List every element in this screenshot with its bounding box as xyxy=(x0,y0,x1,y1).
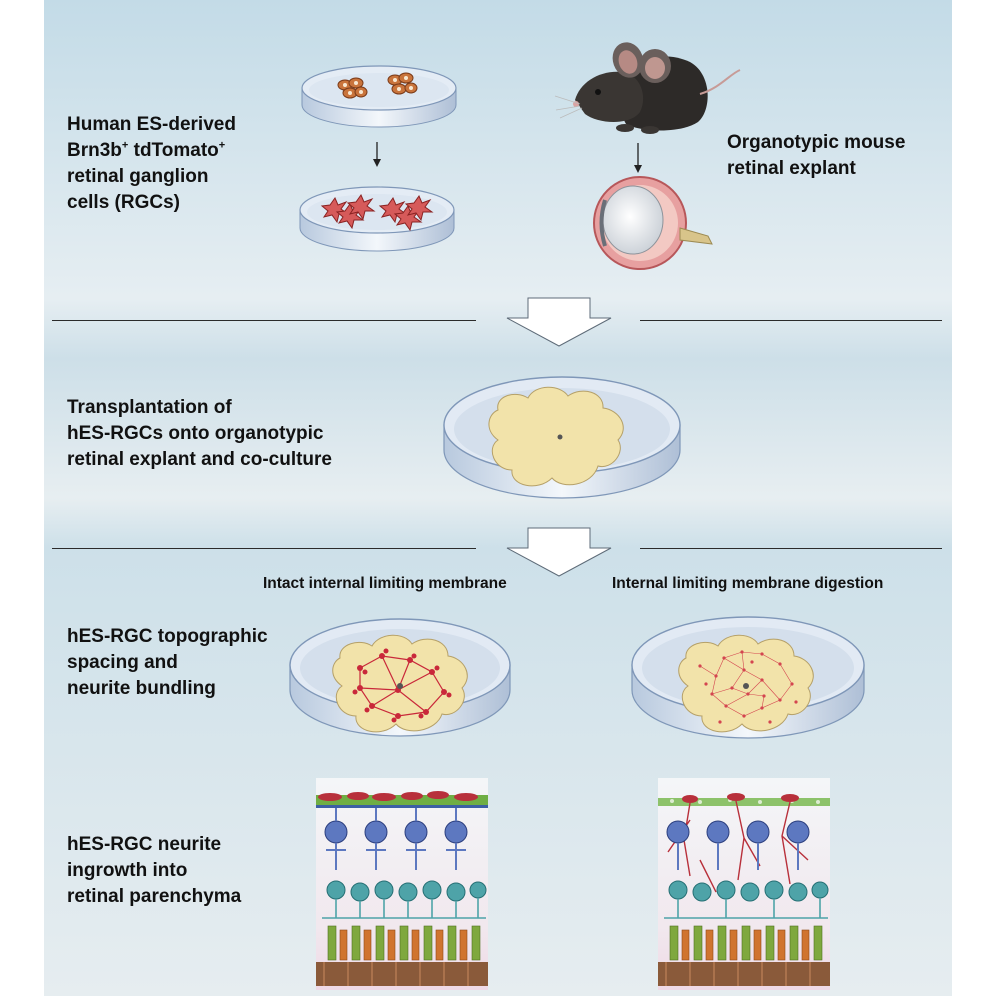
rgcs-on-surface-right xyxy=(682,793,799,803)
ingrowth-label-line3: retinal parenchyma xyxy=(67,886,242,907)
ingrowing-neurites xyxy=(667,800,809,893)
source-label-tdtomato: tdTomato xyxy=(128,140,219,161)
transplant-label-line2: hES-RGCs onto organotypic xyxy=(67,423,324,444)
spacing-label: hES-RGC topographic spacing and neurite … xyxy=(67,624,268,702)
photoreceptors-right xyxy=(658,925,830,986)
source-label-line2: Brn3b+ tdTomato+ xyxy=(67,138,236,164)
explant-label-line2: retinal explant xyxy=(727,158,856,179)
mouse-illustration xyxy=(554,42,741,134)
source-label: Human ES-derived Brn3b+ tdTomato+ retina… xyxy=(67,112,236,216)
ganglion-cells-blue-right xyxy=(666,820,810,870)
source-label-line3: retinal ganglion xyxy=(67,166,209,187)
rgc-dispersed-right xyxy=(698,650,798,724)
dish-intact-ilm xyxy=(289,618,511,737)
dish-ilm-digestion xyxy=(631,616,865,739)
source-label-line1: Human ES-derived xyxy=(67,114,236,135)
ingrowth-label-line2: ingrowth into xyxy=(67,860,188,881)
transplant-dish xyxy=(443,376,681,499)
big-arrow-down-2 xyxy=(506,527,612,577)
inner-cells-teal-right xyxy=(664,880,829,919)
explant-label: Organotypic mouse retinal explant xyxy=(727,130,905,182)
ganglion-cells-blue-left xyxy=(324,808,468,870)
retina-section-digested xyxy=(658,778,830,990)
eye-illustration xyxy=(593,176,713,270)
source-label-line4: cells (RGCs) xyxy=(67,192,180,213)
retinal-explant-tissue xyxy=(488,386,624,487)
petri-dish-rgcs xyxy=(299,186,455,252)
sup-plus-2: + xyxy=(218,139,226,152)
rgc-star-cells xyxy=(320,193,434,232)
inner-cells-teal-left xyxy=(322,880,487,919)
spacing-label-line1: hES-RGC topographic xyxy=(67,626,268,647)
explant-label-line1: Organotypic mouse xyxy=(727,132,906,153)
divider-bottom-left xyxy=(52,548,476,549)
rgcs-on-surface-left xyxy=(318,791,478,801)
transplant-label-line1: Transplantation of xyxy=(67,397,232,418)
divider-top-right xyxy=(640,320,942,321)
divider-bottom-right xyxy=(640,548,942,549)
divider-top-left xyxy=(52,320,476,321)
transplant-label: Transplantation of hES-RGCs onto organot… xyxy=(67,395,332,473)
spacing-label-line2: spacing and xyxy=(67,652,178,673)
condition-left-caption: Intact internal limiting membrane xyxy=(263,575,507,592)
arrow-down-small-2 xyxy=(634,143,642,173)
sup-plus-1: + xyxy=(121,139,129,152)
retina-section-intact xyxy=(316,778,488,990)
spacing-label-line3: neurite bundling xyxy=(67,678,216,699)
source-label-brn3b: Brn3b xyxy=(67,140,122,161)
transplant-label-line3: retinal explant and co-culture xyxy=(67,449,332,470)
ingrowth-label: hES-RGC neurite ingrowth into retinal pa… xyxy=(67,832,241,910)
photoreceptors-left xyxy=(316,925,488,986)
big-arrow-down-1 xyxy=(506,297,612,347)
arrow-down-small-1 xyxy=(373,142,381,167)
petri-dish-clusters xyxy=(301,65,457,128)
condition-right-caption: Internal limiting membrane digestion xyxy=(612,575,884,592)
ingrowth-label-line1: hES-RGC neurite xyxy=(67,834,222,855)
